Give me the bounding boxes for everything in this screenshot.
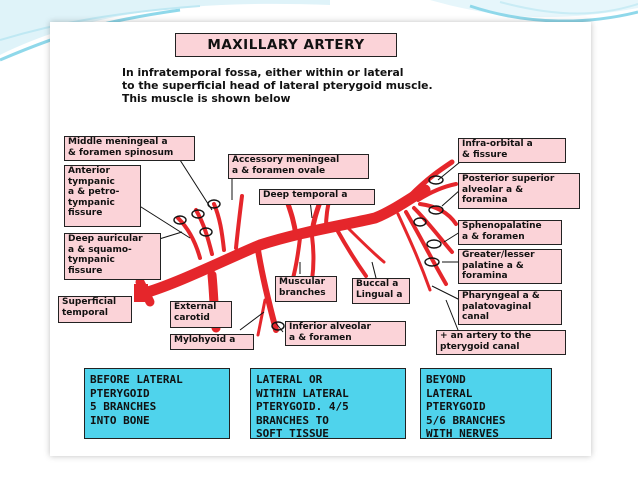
label-accessory-meningeal: Accessory meningeal a & foramen ovale	[228, 154, 369, 179]
label-mylohyoid: Mylohyoid a	[170, 334, 254, 350]
label-infra-orbital: Infra-orbital a & fissure	[458, 138, 566, 163]
label-greater-lesser-palatine: Greater/lesser palatine a & foramina	[458, 249, 562, 284]
label-muscular-branches: Muscular branches	[275, 276, 337, 302]
summary-before-pterygoid: BEFORE LATERAL PTERYGOID 5 BRANCHES INTO…	[84, 368, 230, 439]
intro-text: In infratemporal fossa, either within or…	[122, 66, 433, 105]
label-anterior-tympanic: Anterior tympanic a & petro- tympanic fi…	[64, 165, 141, 227]
label-external-carotid: External carotid	[170, 301, 232, 328]
label-middle-meningeal: Middle meningeal a & foramen spinosum	[64, 136, 195, 161]
label-deep-temporal: Deep temporal a	[259, 189, 375, 205]
diagram-title: MAXILLARY ARTERY	[175, 33, 397, 57]
label-pterygoid-canal: + an artery to the pterygoid canal	[436, 330, 566, 355]
summary-beyond-pterygoid: BEYOND LATERAL PTERYGOID 5/6 BRANCHES WI…	[420, 368, 552, 440]
summary-within-pterygoid: LATERAL OR WITHIN LATERAL PTERYGOID. 4/5…	[250, 368, 406, 440]
label-inferior-alveolar: Inferior alveolar a & foramen	[285, 321, 406, 346]
label-deep-auricular: Deep auricular a & squamo- tympanic fiss…	[64, 233, 161, 280]
label-buccal-lingual: Buccal a Lingual a	[352, 278, 410, 304]
label-sphenopalatine: Sphenopalatine a & foramen	[458, 220, 562, 245]
label-posterior-superior-alveolar: Posterior superior alveolar a & foramina	[458, 173, 580, 209]
label-pharyngeal: Pharyngeal a & palatovaginal canal	[458, 290, 562, 325]
label-superficial-temporal: Superficial temporal	[58, 296, 132, 323]
